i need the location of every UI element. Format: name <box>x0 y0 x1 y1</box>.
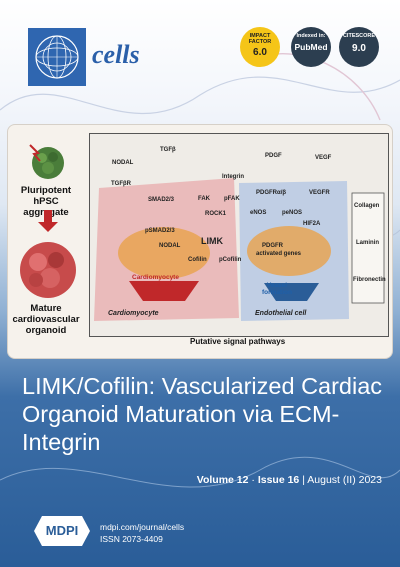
cofilin-label: Cofilin <box>188 257 207 263</box>
badge-value: 9.0 <box>352 43 366 54</box>
vessel-formation-label: Vessel formation <box>262 282 292 296</box>
enos-label: eNOS <box>250 210 267 216</box>
activated-genes-label: activated genes <box>256 251 302 257</box>
hpsc-aggregate-icon <box>29 144 64 179</box>
pfak-label: pFAK <box>224 196 240 202</box>
article-title: LIMK/Cofilin: Vascularized Cardiac Organ… <box>22 373 383 455</box>
cardiovascular-organoid-icon <box>20 242 76 298</box>
badge-value: PubMed <box>294 42 328 52</box>
impact-factor-badge: IMPACT FACTOR 6.0 <box>240 27 280 67</box>
issue-date: August (II) 2023 <box>307 474 382 486</box>
badge-title: FACTOR <box>248 39 272 45</box>
organoid-label: Mature cardiovascular organoid <box>12 303 80 336</box>
pdgfr-gene-label: PDGFR <box>262 243 283 249</box>
badge-title: Indexed in: <box>296 33 326 39</box>
nodal-gene-label: NODAL <box>159 243 181 249</box>
badge-title: IMPACT <box>249 33 271 39</box>
integrin-label: Integrin <box>222 174 244 180</box>
cardiomyocyte-label: Cardiomyocyte <box>108 310 159 317</box>
tgfb-label: TGFβ <box>160 147 176 153</box>
publisher-info: mdpi.com/journal/cells ISSN 2073-4409 <box>100 521 184 545</box>
laminin-label: Laminin <box>356 240 380 246</box>
fak-label: FAK <box>198 196 210 202</box>
pdgf-label: PDGF <box>265 153 282 159</box>
volume: Volume 12 <box>196 474 249 486</box>
mdpi-logo-shape <box>34 516 90 546</box>
journal-logo <box>28 28 86 86</box>
citescore-badge: CITESCORE 9.0 <box>339 27 379 67</box>
vegf-label: VEGF <box>315 155 332 161</box>
issue-number: Issue 16 <box>257 474 300 486</box>
smad-label: SMAD2/3 <box>148 197 175 203</box>
journal-name: cells <box>92 40 140 69</box>
issn: ISSN 2073-4409 <box>100 534 163 544</box>
nodal-label: NODAL <box>112 160 134 166</box>
separator-bar: | <box>302 474 305 486</box>
psmad-label: pSMAD2/3 <box>145 228 175 234</box>
down-arrow-icon <box>38 210 58 232</box>
limk-label: LIMK <box>201 236 223 246</box>
journal-url[interactable]: mdpi.com/journal/cells <box>100 522 185 532</box>
figure-caption: Putative signal pathways <box>190 337 286 346</box>
pcofilin-label: pCofilin <box>219 257 242 263</box>
pubmed-badge: Indexed in: PubMed <box>291 27 331 67</box>
cell-shapes <box>94 178 385 321</box>
tgfbr-label: TGFβR <box>111 181 131 187</box>
rock-label: ROCK1 <box>205 211 227 217</box>
cell-sphere-icon <box>35 35 79 79</box>
separator: · <box>251 474 255 486</box>
hif-label: HIF2A <box>303 221 321 227</box>
badge-value: 6.0 <box>253 47 267 58</box>
mdpi-logo-text: MDPI <box>45 523 79 538</box>
cardiomyocyte-maturation-label: Cardiomyocyte maturation <box>132 274 179 288</box>
badge-title: CITESCORE <box>342 33 376 39</box>
penos-label: peNOS <box>282 210 303 216</box>
collagen-label: Collagen <box>354 203 380 209</box>
endothelial-label: Endothelial cell <box>255 310 307 317</box>
pdgfr-label: PDGFRα/β <box>256 190 287 196</box>
vegfr-label: VEGFR <box>309 190 330 196</box>
fibronectin-label: Fibronectin <box>353 277 386 283</box>
issue-line: Volume 12 · Issue 16 | August (II) 2023 <box>172 474 382 486</box>
